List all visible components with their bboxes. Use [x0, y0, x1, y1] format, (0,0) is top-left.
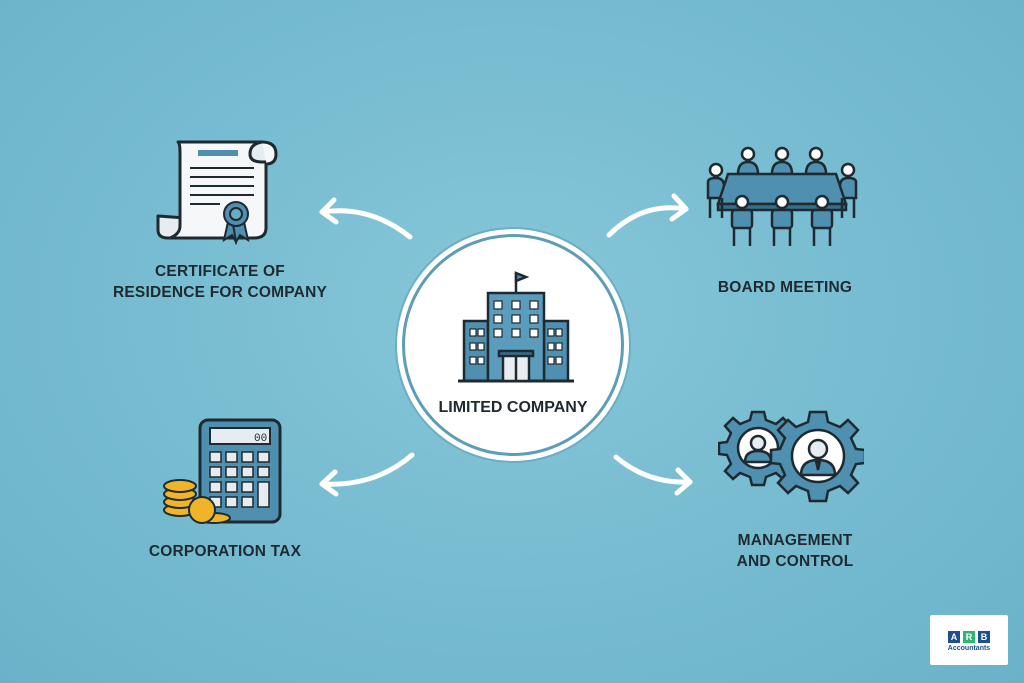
arrow-to-tax — [319, 452, 415, 487]
calculator-coins-icon: 00 — [163, 418, 282, 524]
limited-company-label: LIMITED COMPANY — [438, 399, 588, 416]
management-control-label: MANAGEMENT AND CONTROL — [736, 532, 854, 570]
certificate-scroll-icon — [156, 140, 278, 245]
calculator-display: 00 — [254, 433, 267, 445]
logo-letter-r: R — [963, 631, 975, 643]
arb-accountants-logo: A R B Accountants — [930, 615, 1008, 665]
logo-letter-b: B — [978, 631, 990, 643]
certificate-label: CERTIFICATE OF RESIDENCE FOR COMPANY — [112, 263, 328, 301]
corporation-tax-label: CORPORATION TAX — [148, 543, 302, 560]
office-building-icon — [458, 271, 574, 383]
gears-people-icon — [718, 410, 864, 503]
limited-company-node: LIMITED COMPANY — [402, 234, 624, 456]
arrow-to-certificate — [319, 208, 413, 240]
logo-name: Accountants — [947, 645, 991, 652]
board-meeting-icon — [706, 146, 858, 246]
board-meeting-label: BOARD MEETING — [717, 279, 853, 296]
logo-letter-a: A — [948, 631, 960, 643]
arrow-to-board — [606, 205, 689, 238]
arrow-to-management — [613, 454, 693, 485]
